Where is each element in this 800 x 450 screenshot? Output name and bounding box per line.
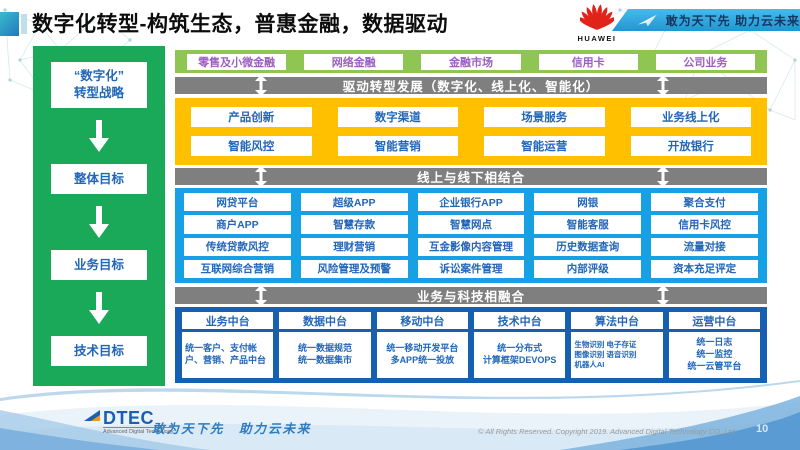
huawei-logo: HUAWEI — [576, 4, 618, 43]
up-down-arrow-icon — [254, 285, 267, 306]
middle-platform-grid: 业务中台 统一客户、支付帐户、营销、产品中台 数据中台 统一数据规范 统一数据集… — [175, 307, 767, 383]
dtec-arrow-icon — [84, 410, 100, 421]
banner-label: 业务与科技相融合 — [416, 290, 525, 304]
capability-card: 智能运营 — [484, 136, 605, 156]
pillar-item-tech-goal: 技术目标 — [51, 336, 147, 366]
capability-card: 业务线上化 — [630, 107, 751, 127]
banner-label: 线上与线下相结合 — [416, 171, 525, 185]
business-line-card: 网络金融 — [304, 54, 404, 70]
application-card: 互联网综合营销 — [184, 259, 291, 278]
application-card: 商户APP — [184, 215, 291, 234]
up-down-arrow-icon — [254, 166, 267, 187]
application-card: 超级APP — [300, 193, 408, 212]
application-card: 内部评级 — [534, 259, 642, 278]
application-card: 诉讼案件管理 — [417, 259, 525, 278]
application-card: 传统贷款风控 — [184, 237, 291, 256]
capability-card: 智能风控 — [191, 136, 312, 156]
header-tagline: 敢为天下先 助力云未来 — [665, 13, 800, 28]
up-down-arrow-icon — [657, 285, 670, 306]
platform-title: 业务中台 — [182, 312, 274, 329]
application-card: 流量对接 — [651, 237, 758, 256]
capability-card: 数字渠道 — [337, 107, 458, 127]
platform-content: 统一分布式 计算框架DEVOPS — [474, 332, 566, 378]
business-line-card: 公司业务 — [655, 54, 755, 70]
platform-content: 统一移动开发平台 多APP统一投放 — [376, 332, 468, 378]
capability-card: 智能营销 — [337, 136, 458, 156]
application-card: 智慧网点 — [417, 215, 525, 234]
pillar-item-strategy: “数字化” 转型战略 — [51, 62, 147, 108]
applications-grid: 网贷平台 超级APP 企业银行APP 网银 聚合支付 商户APP 智慧存款 智慧… — [175, 188, 767, 283]
banner-label: 驱动转型发展（数字化、线上化、智能化） — [342, 80, 600, 94]
copyright-text: © All Rights Reserved. Copyright 2019. A… — [478, 427, 735, 436]
platform-content: 统一日志 统一监控 统一云管平台 — [668, 332, 760, 378]
platform-title: 运营中台 — [668, 312, 760, 329]
business-lines-band: 零售及小微金融 网络金融 金融市场 信用卡 公司业务 — [175, 50, 767, 73]
application-card: 信用卡风控 — [651, 215, 758, 234]
platform-content: 生物识别 电子存证 图像识别 语音识别 机器人AI — [571, 332, 663, 378]
platform-title: 移动中台 — [376, 312, 468, 329]
page-number: 10 — [756, 423, 769, 435]
application-card: 互金影像内容管理 — [417, 237, 525, 256]
digital-capabilities-grid: 产品创新 数字渠道 场景服务 业务线上化 智能风控 智能营销 智能运营 开放银行 — [175, 98, 767, 165]
footer-tagline: 敢为天下先 助力云未来 — [152, 422, 312, 436]
up-down-arrow-icon — [657, 166, 670, 187]
application-card: 智慧存款 — [300, 215, 408, 234]
page-title: 数字化转型-构筑生态，普惠金融，数据驱动 — [32, 13, 448, 36]
application-card: 聚合支付 — [651, 193, 758, 212]
down-arrow-icon — [89, 120, 109, 152]
banner-biz-tech-fusion: 业务与科技相融合 — [175, 285, 767, 306]
platform-title: 算法中台 — [571, 312, 663, 329]
platform-title: 技术中台 — [474, 312, 566, 329]
header-tagline-banner: 敢为天下先 助力云未来 — [612, 9, 800, 31]
capability-card: 产品创新 — [191, 107, 312, 127]
application-card: 历史数据查询 — [534, 237, 642, 256]
dtec-logo: DTEC Advanced Digital Technology — [84, 408, 174, 435]
strategy-pillar: “数字化” 转型战略 整体目标 业务目标 技术目标 — [33, 46, 165, 386]
capability-card: 场景服务 — [484, 107, 605, 127]
huawei-wordmark: HUAWEI — [577, 34, 617, 43]
application-card: 风险管理及预警 — [300, 259, 408, 278]
title-accent-bar — [0, 12, 19, 36]
dtec-subtitle: Advanced Digital Technology — [103, 427, 174, 435]
platform-content: 统一客户、支付帐户、营销、产品中台 — [182, 332, 274, 378]
business-line-card: 信用卡 — [538, 54, 638, 70]
application-card: 网银 — [534, 193, 642, 212]
down-arrow-icon — [89, 206, 109, 238]
up-down-arrow-icon — [657, 75, 670, 96]
title-accent-bar-light — [21, 14, 27, 34]
application-card: 智能客服 — [534, 215, 642, 234]
business-line-card: 金融市场 — [421, 54, 521, 70]
huawei-flower-icon — [577, 4, 617, 30]
application-card: 网贷平台 — [184, 193, 291, 212]
platform-title: 数据中台 — [279, 312, 371, 329]
banner-online-offline: 线上与线下相结合 — [175, 166, 767, 187]
capability-card: 开放银行 — [630, 136, 751, 156]
application-card: 企业银行APP — [417, 193, 525, 212]
business-line-card: 零售及小微金融 — [187, 54, 287, 70]
pillar-item-overall-goal: 整体目标 — [51, 164, 147, 194]
dtec-wordmark: DTEC — [103, 408, 154, 428]
pillar-item-business-goal: 业务目标 — [51, 250, 147, 280]
banner-drive-transformation: 驱动转型发展（数字化、线上化、智能化） — [175, 75, 767, 96]
up-down-arrow-icon — [254, 75, 267, 96]
paper-plane-icon — [638, 14, 657, 27]
platform-content: 统一数据规范 统一数据集市 — [279, 332, 371, 378]
application-card: 资本充足评定 — [651, 259, 758, 278]
down-arrow-icon — [89, 292, 109, 324]
application-card: 理财营销 — [300, 237, 408, 256]
